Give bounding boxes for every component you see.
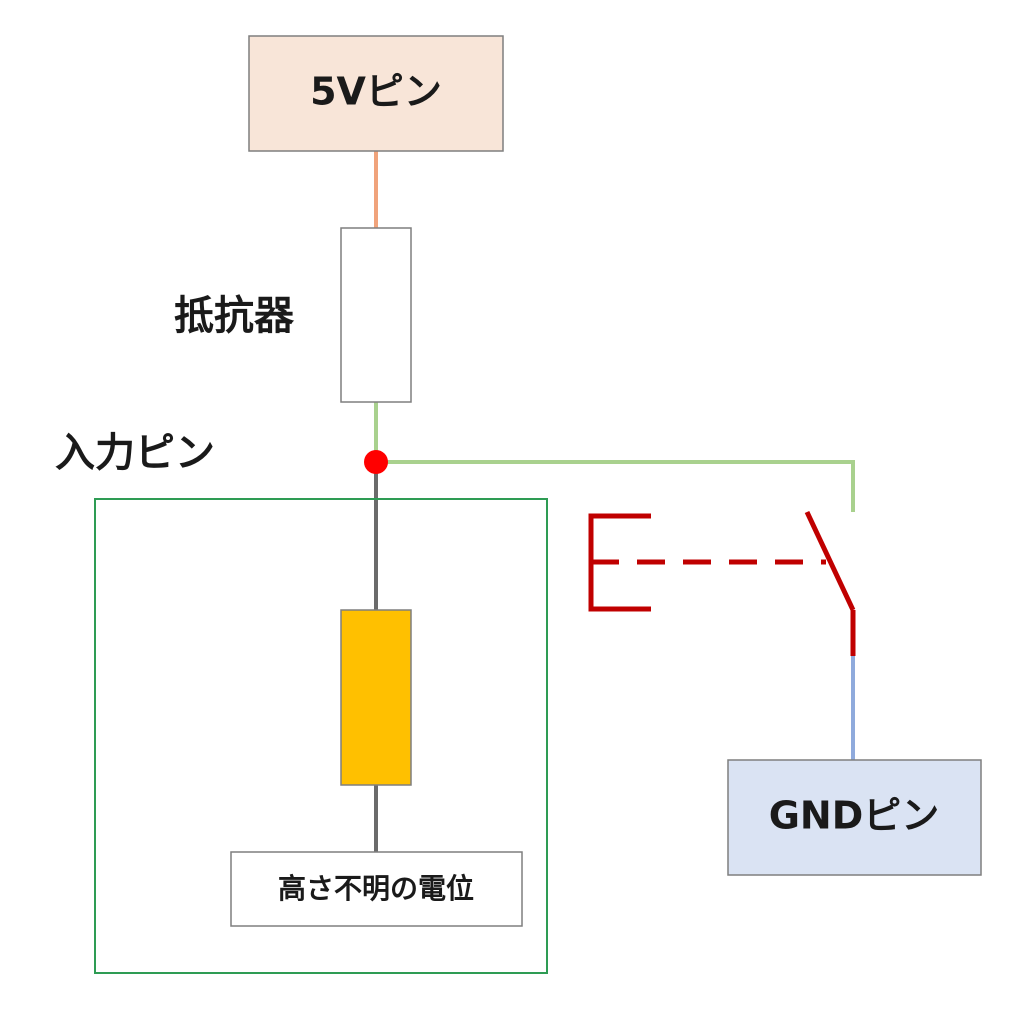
wire-node-to-switch <box>376 460 855 512</box>
unknown-potential-block <box>340 609 412 786</box>
switch-contact-arm <box>804 510 856 612</box>
resistor-symbol <box>340 227 412 403</box>
unknown-potential-label: 高さ不明の電位 <box>278 872 474 905</box>
five-v-pin-label: 5Vピン <box>310 70 442 114</box>
input-pin-node <box>364 450 388 474</box>
unknown-potential-label-box <box>230 851 523 927</box>
gnd-pin-box <box>727 759 982 876</box>
five-v-pin-box <box>248 35 504 152</box>
input-pin-label: 入力ピン <box>55 430 215 476</box>
unknown-potential-region <box>94 498 548 974</box>
push-switch <box>588 510 856 656</box>
resistor-label: 抵抗器 <box>174 293 295 339</box>
gnd-pin-label: GNDピン <box>769 794 940 838</box>
